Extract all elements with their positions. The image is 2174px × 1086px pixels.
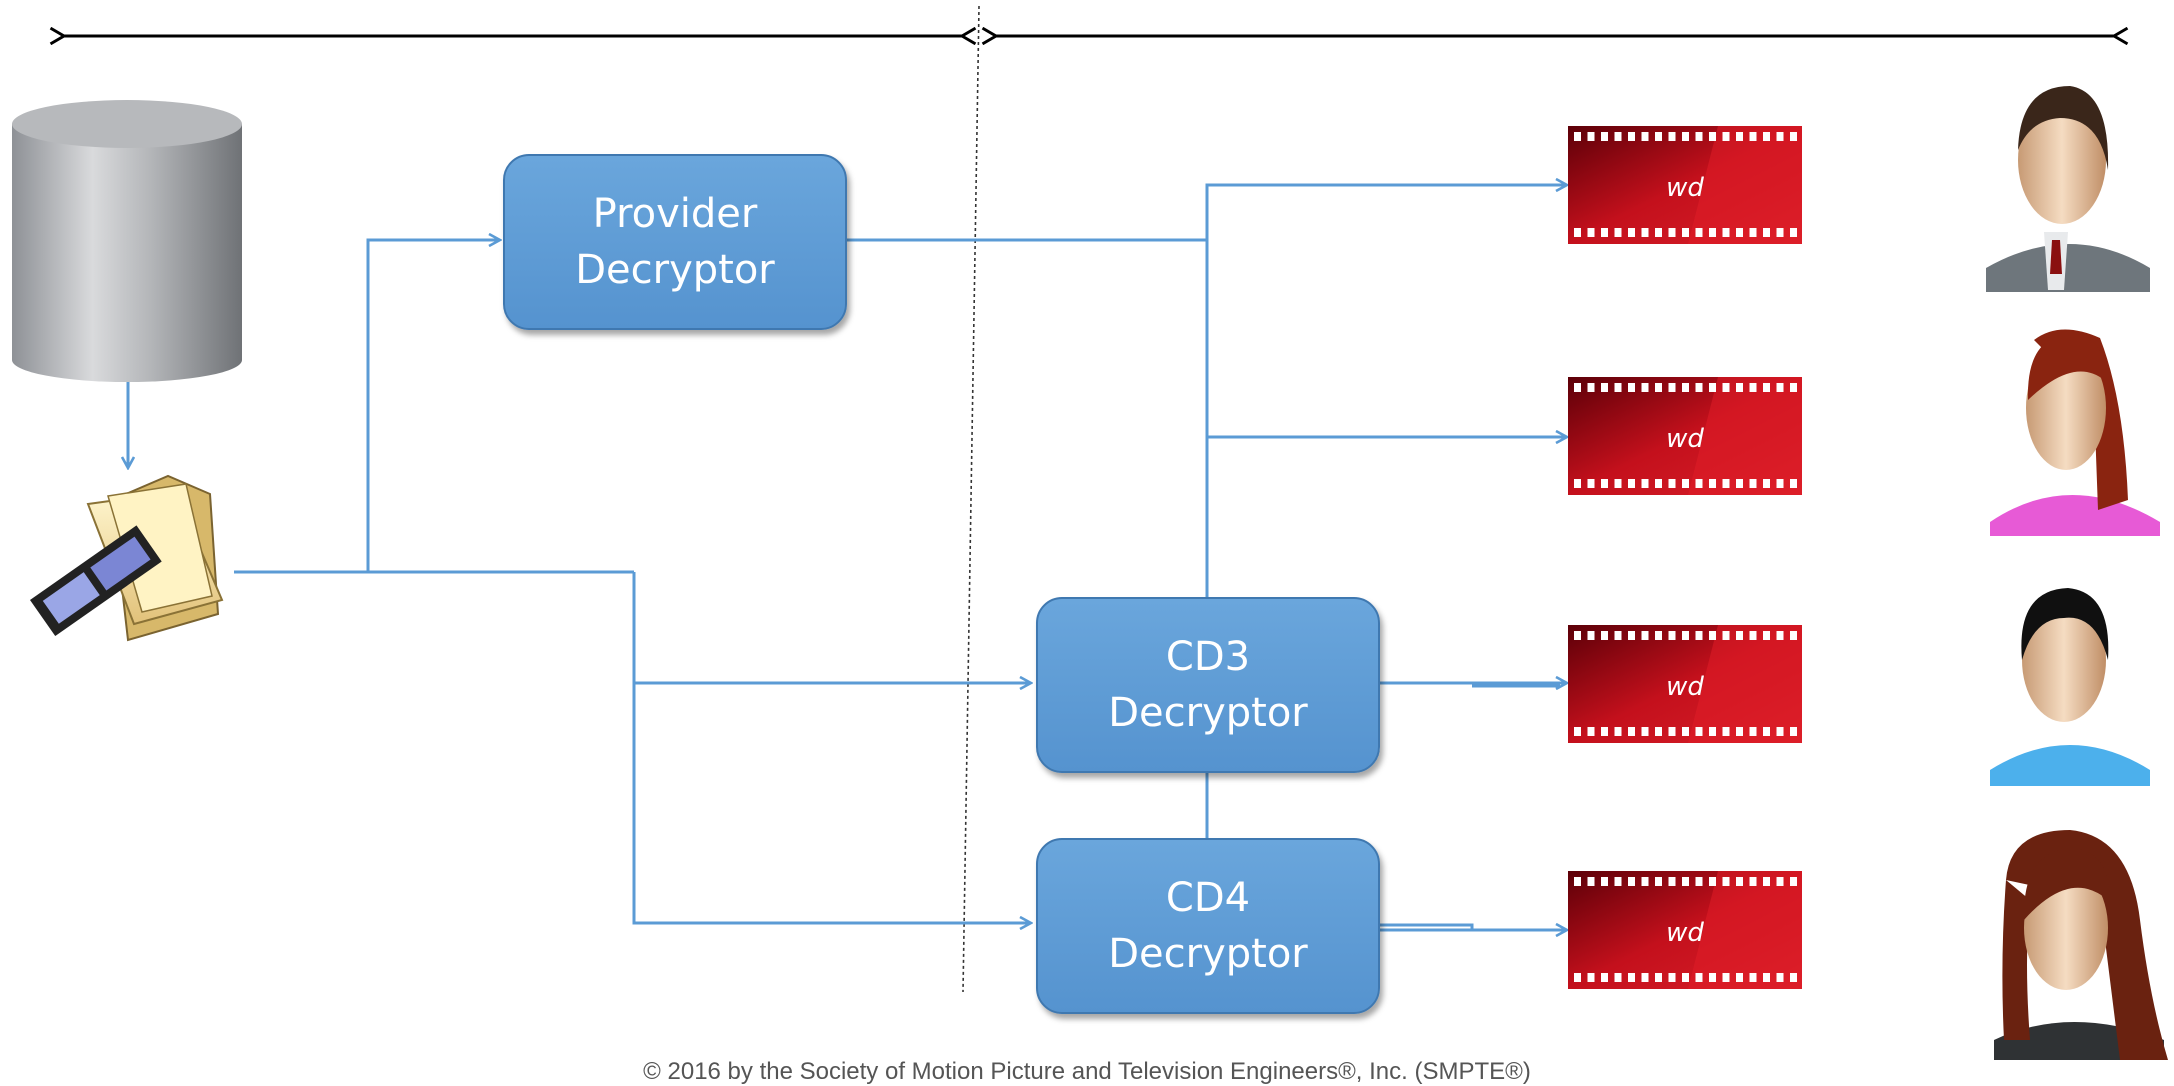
cd4-decryptor-line2: Decryptor <box>1108 931 1308 977</box>
cd4-decryptor-box: CD4 Decryptor <box>1036 838 1380 1014</box>
film-logo-text: wd <box>1666 672 1704 702</box>
film-logo-text: wd <box>1666 424 1704 454</box>
cd4-decryptor-line1: CD4 <box>1165 875 1251 921</box>
cd3-decryptor-line1: CD3 <box>1165 634 1251 680</box>
to-cd3-connector <box>632 572 1031 683</box>
database-icon <box>12 100 242 382</box>
film-strip-icon: wd <box>1568 126 1802 244</box>
man-suit-avatar-icon <box>1986 86 2150 292</box>
connectors <box>128 185 1567 930</box>
provider-decryptor-box: Provider Decryptor <box>503 154 847 330</box>
divider-line <box>962 5 980 993</box>
cd3-decryptor-line2: Decryptor <box>1108 690 1308 736</box>
film-strip-icon: wd <box>1568 625 1802 743</box>
film2-connector <box>1205 240 1567 437</box>
cd3-decryptor-box: CD3 Decryptor <box>1036 597 1380 773</box>
film1-connector <box>1205 185 1567 240</box>
woman-pink-avatar-icon <box>1990 329 2160 536</box>
man-blue-avatar-icon <box>1990 588 2150 786</box>
to-cd4-connector <box>632 683 1031 923</box>
cd4-output-extra <box>1380 923 1474 930</box>
film-strip-icon: wd <box>1568 871 1802 989</box>
provider-decryptor-line2: Decryptor <box>575 247 775 293</box>
to-provider-connector <box>366 240 500 572</box>
woman-dark-avatar-icon <box>1994 830 2168 1060</box>
film-logo-text: wd <box>1666 918 1704 948</box>
film-strips: wd wd wd wd <box>1568 126 1802 989</box>
provider-decryptor-line1: Provider <box>592 191 758 237</box>
film-strip-icon: wd <box>1568 377 1802 495</box>
media-folder-icon <box>30 474 224 642</box>
copyright-footer: © 2016 by the Society of Motion Picture … <box>643 1058 1531 1085</box>
film-logo-text: wd <box>1666 173 1704 203</box>
